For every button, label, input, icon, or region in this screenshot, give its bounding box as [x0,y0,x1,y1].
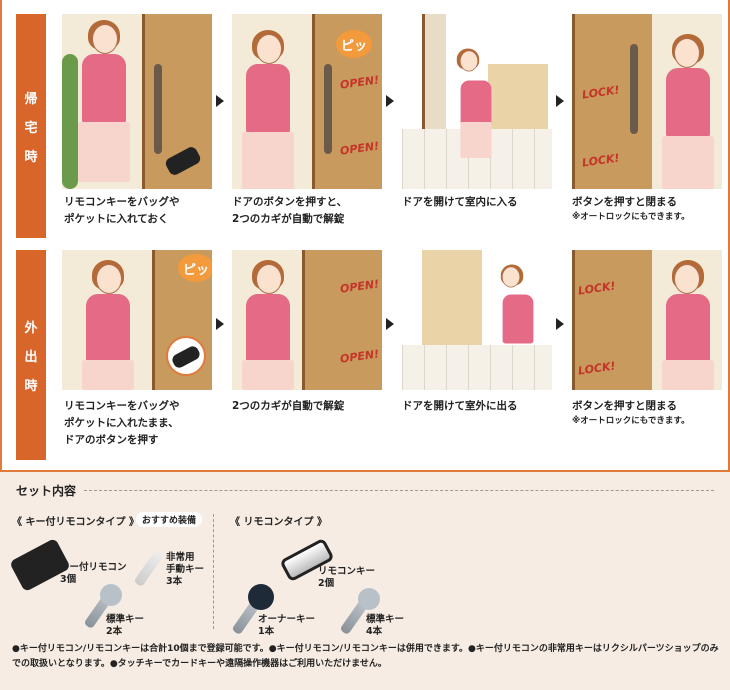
type-remote-label: 《 リモコンタイプ 》 [230,517,327,528]
emergency-key-image [133,548,165,588]
beep-sound-label: ピッ [336,30,372,58]
step-caption: ドアを開けて室内に入る [402,196,518,208]
arrow-right-icon [556,318,564,330]
step-caption: ボタンを押すと閉まる※オートロックにもできます。 [572,400,690,426]
divider [213,514,214,629]
key-head [358,588,380,610]
beep-sound-label: ピッ [178,254,212,282]
row-label-char: 外 [24,320,38,336]
arrow-right-icon [216,318,224,330]
key-head [248,584,274,610]
illustration-step-2-4: LOCK! LOCK! [572,250,722,390]
row-label-char: 帰 [24,91,38,107]
footnotes: ●キー付リモコン/リモコンキーは合計10個まで登録可能です。●キー付リモコン/リ… [12,644,719,669]
illustration-step-1-2: ピッ OPEN! OPEN! [232,14,382,189]
arrow-right-icon [216,95,224,107]
arrow-right-icon [386,95,394,107]
illustration-step-1-3 [402,14,552,189]
step-caption: リモコンキーをバッグやポケットに入れておく [64,196,180,225]
divider [84,490,714,491]
key-head [100,584,122,606]
type-key-remote-label: 《 キー付リモコンタイプ 》 [12,517,139,528]
step-caption: ボタンを押すと閉まる※オートロックにもできます。 [572,196,690,222]
illustration-step-1-1 [62,14,212,189]
arrow-right-icon [386,318,394,330]
row-label-char: 時 [24,149,38,165]
row-label-char: 出 [24,349,38,365]
row-label-char: 宅 [24,120,38,136]
illustration-step-1-4: LOCK! LOCK! [572,14,722,189]
illustration-step-2-1: ピッ [62,250,212,390]
step-caption: リモコンキーをバッグやポケットに入れたまま、ドアのボタンを押す [64,400,180,446]
step-caption: 2つのカギが自動で解錠 [232,400,345,412]
step-caption: ドアを開けて室外に出る [402,400,518,412]
row-label-char: 時 [24,378,38,394]
recommended-badge: おすすめ装備 [136,512,203,527]
row-label-going-out: 外 出 時 [16,250,46,460]
illustration-step-2-3 [402,250,552,390]
usage-panel: 帰 宅 時 外 出 時 リモコンキーをバッグやポケットに入れておく ピッ OPE… [0,0,730,472]
illustration-step-2-2: OPEN! OPEN! [232,250,382,390]
row-label-return-home: 帰 宅 時 [16,14,46,238]
step-caption: ドアのボタンを押すと、2つのカギが自動で解錠 [232,196,348,225]
set-contents-title: セット内容 [16,484,77,498]
arrow-right-icon [556,95,564,107]
